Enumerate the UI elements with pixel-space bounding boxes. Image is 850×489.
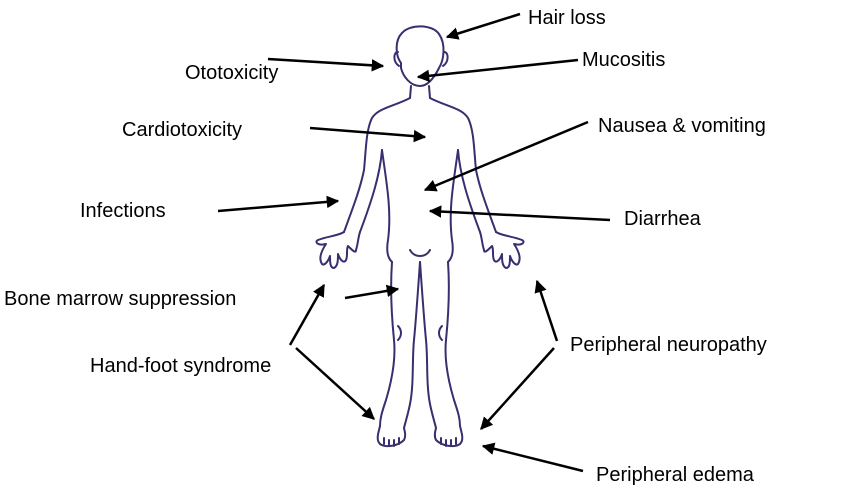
arrow-peripheral-edema [483, 446, 583, 471]
arrow-ototoxicity [268, 59, 383, 66]
arrow-nausea [425, 122, 588, 190]
label-bone-marrow-suppression: Bone marrow suppression [4, 287, 236, 311]
arrow-infections [218, 201, 338, 211]
label-peripheral-edema: Peripheral edema [596, 463, 754, 487]
label-ototoxicity: Ototoxicity [185, 61, 278, 85]
arrow-hand-foot-to-foot [296, 348, 374, 419]
human-body-outline-icon [316, 26, 523, 446]
label-hand-foot-syndrome: Hand-foot syndrome [90, 354, 271, 378]
label-diarrhea: Diarrhea [624, 207, 701, 231]
label-hair-loss: Hair loss [528, 6, 606, 30]
label-peripheral-neuropathy: Peripheral neuropathy [570, 333, 767, 357]
label-infections: Infections [80, 199, 166, 223]
arrow-hand-foot-to-hand [290, 285, 324, 345]
arrow-bone-marrow [345, 289, 398, 298]
label-nausea-vomiting: Nausea & vomiting [598, 114, 766, 138]
arrow-neuropathy-to-foot [481, 348, 554, 429]
label-cardiotoxicity: Cardiotoxicity [122, 118, 242, 142]
arrow-neuropathy-to-hand [537, 281, 557, 341]
arrow-diarrhea [430, 211, 610, 220]
arrow-hair-loss [447, 14, 520, 37]
label-mucositis: Mucositis [582, 48, 665, 72]
